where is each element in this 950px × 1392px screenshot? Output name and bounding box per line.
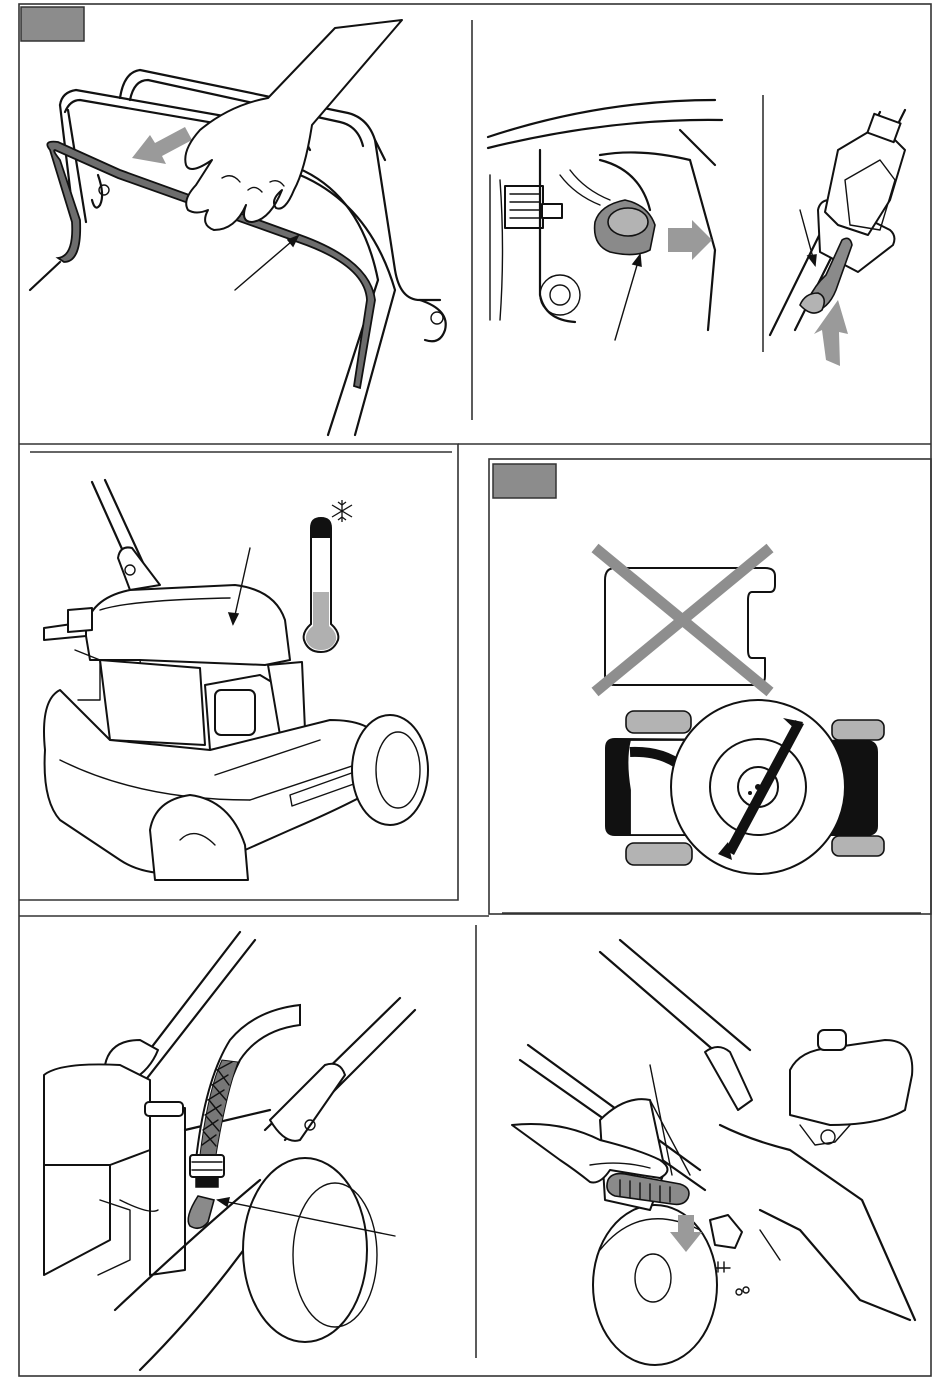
figure-wrong-blade-position	[493, 464, 884, 874]
figure-tag	[21, 7, 84, 41]
pull-off-arrow	[668, 220, 712, 260]
figure-tag	[493, 464, 556, 498]
figure-washing-connector	[44, 932, 415, 1370]
figure-choke-primer	[770, 110, 905, 366]
figure-spark-plug-cap	[488, 100, 722, 340]
figure-grass-bag-lever	[512, 940, 915, 1365]
figure-engine-cold-start	[44, 480, 428, 880]
pull-arrow	[132, 127, 192, 164]
figure-handle-bar-release	[21, 7, 446, 435]
snowflake-icon	[332, 500, 352, 522]
